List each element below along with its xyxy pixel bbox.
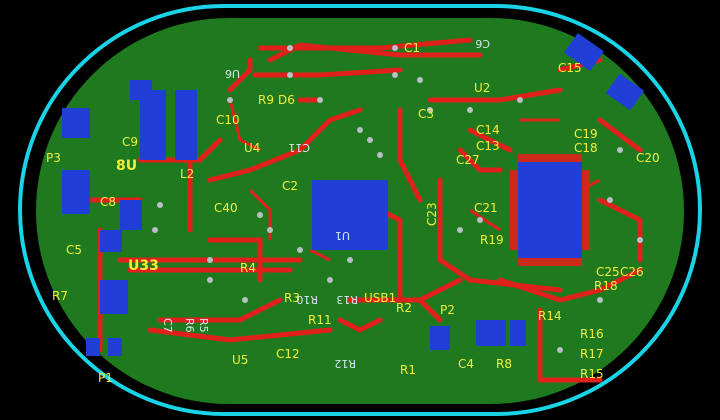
label-r12: R12 bbox=[334, 357, 356, 370]
label-c21: C21 bbox=[474, 201, 498, 215]
board-outline bbox=[18, 4, 702, 416]
label-r4: R4 bbox=[240, 261, 256, 275]
pad-c4 bbox=[430, 326, 450, 350]
label-c15: C15 bbox=[558, 61, 582, 75]
mcu-pins bbox=[510, 154, 590, 266]
label-c23: C23 bbox=[425, 202, 439, 226]
label-r1: R1 bbox=[400, 363, 416, 377]
label-r11: R11 bbox=[308, 313, 332, 327]
label-c7: C7 bbox=[161, 318, 174, 333]
label-c13: C13 bbox=[476, 139, 500, 153]
pad-r8b bbox=[510, 320, 526, 346]
label-p2: P2 bbox=[440, 303, 455, 317]
pad-u10 bbox=[605, 73, 645, 111]
label-usb1: USB1 bbox=[364, 291, 396, 305]
label-u4: U4 bbox=[244, 141, 260, 155]
label-c6: C6 bbox=[475, 37, 490, 50]
label-r3: R3 bbox=[284, 291, 300, 305]
label-r10: R10 bbox=[296, 293, 318, 306]
label-r13: R13 bbox=[336, 293, 358, 306]
label-c40: C40 bbox=[214, 201, 238, 215]
pad-p1-a bbox=[86, 338, 100, 356]
pad-p1-b bbox=[108, 338, 122, 356]
pad-r7 bbox=[100, 280, 128, 314]
label-c8: C8 bbox=[100, 195, 116, 209]
label-c1: C1 bbox=[404, 41, 420, 55]
label-r9: R9 bbox=[258, 93, 274, 107]
label-c27: C27 bbox=[456, 153, 480, 167]
label-r2: R2 bbox=[396, 301, 412, 315]
silkscreen-labels: P3 C9 L2 C10 8U C8 C5 U33 R7 P1 C40 R4 R… bbox=[46, 41, 660, 385]
label-c19: C19 bbox=[574, 127, 598, 141]
label-r16: R16 bbox=[580, 327, 604, 341]
label-c2: C2 bbox=[282, 179, 298, 193]
pad-l2 bbox=[175, 90, 197, 160]
pad-r8 bbox=[476, 320, 506, 346]
label-c4: C4 bbox=[458, 357, 474, 371]
label-r5: R5 bbox=[197, 318, 210, 333]
vias bbox=[152, 45, 643, 353]
pad-u33 bbox=[100, 230, 122, 252]
component-pads bbox=[62, 32, 645, 356]
label-c5: C5 bbox=[66, 243, 82, 257]
label-c11: C11 bbox=[288, 141, 310, 154]
label-c10: C10 bbox=[216, 113, 240, 127]
label-p1: P1 bbox=[98, 371, 113, 385]
label-u5: U5 bbox=[232, 353, 248, 367]
label-u2: U2 bbox=[474, 81, 490, 95]
label-r8: R8 bbox=[496, 357, 512, 371]
pad-p3-top bbox=[62, 108, 90, 138]
label-c26: C26 bbox=[620, 265, 644, 279]
label-r17: R17 bbox=[580, 347, 604, 361]
label-c9: C9 bbox=[122, 135, 138, 149]
label-r14: R14 bbox=[538, 309, 562, 323]
label-c18: C18 bbox=[574, 141, 598, 155]
pad-d8 bbox=[130, 80, 152, 100]
label-r7: R7 bbox=[52, 289, 68, 303]
pad-c8 bbox=[120, 200, 142, 230]
label-d6: D6 bbox=[278, 93, 295, 107]
label-u6: U6 bbox=[225, 67, 240, 80]
label-c25: C25 bbox=[596, 265, 620, 279]
label-p3: P3 bbox=[46, 151, 61, 165]
label-r18: R18 bbox=[594, 279, 618, 293]
pad-p3-bottom bbox=[62, 170, 90, 214]
label-r19: R19 bbox=[480, 233, 504, 247]
pad-l1 bbox=[140, 90, 166, 160]
label-u33: U33 bbox=[128, 258, 159, 274]
label-c3: C3 bbox=[418, 107, 434, 121]
label-r6: R6 bbox=[183, 318, 196, 333]
label-d8: 8U bbox=[116, 158, 137, 174]
pad-u9 bbox=[564, 32, 604, 72]
label-l2: L2 bbox=[180, 167, 194, 181]
label-u1: U1 bbox=[335, 229, 350, 242]
label-c20: C20 bbox=[636, 151, 660, 165]
label-c14: C14 bbox=[476, 123, 500, 137]
label-c12: C12 bbox=[276, 347, 300, 361]
label-r15: R15 bbox=[580, 367, 604, 381]
mirrored-labels: U6 C11 R12 R13 R10 U1 C6 C23 R5 R6 C7 bbox=[161, 37, 490, 370]
pad-mcu bbox=[518, 162, 582, 258]
pad-u1 bbox=[312, 180, 388, 250]
